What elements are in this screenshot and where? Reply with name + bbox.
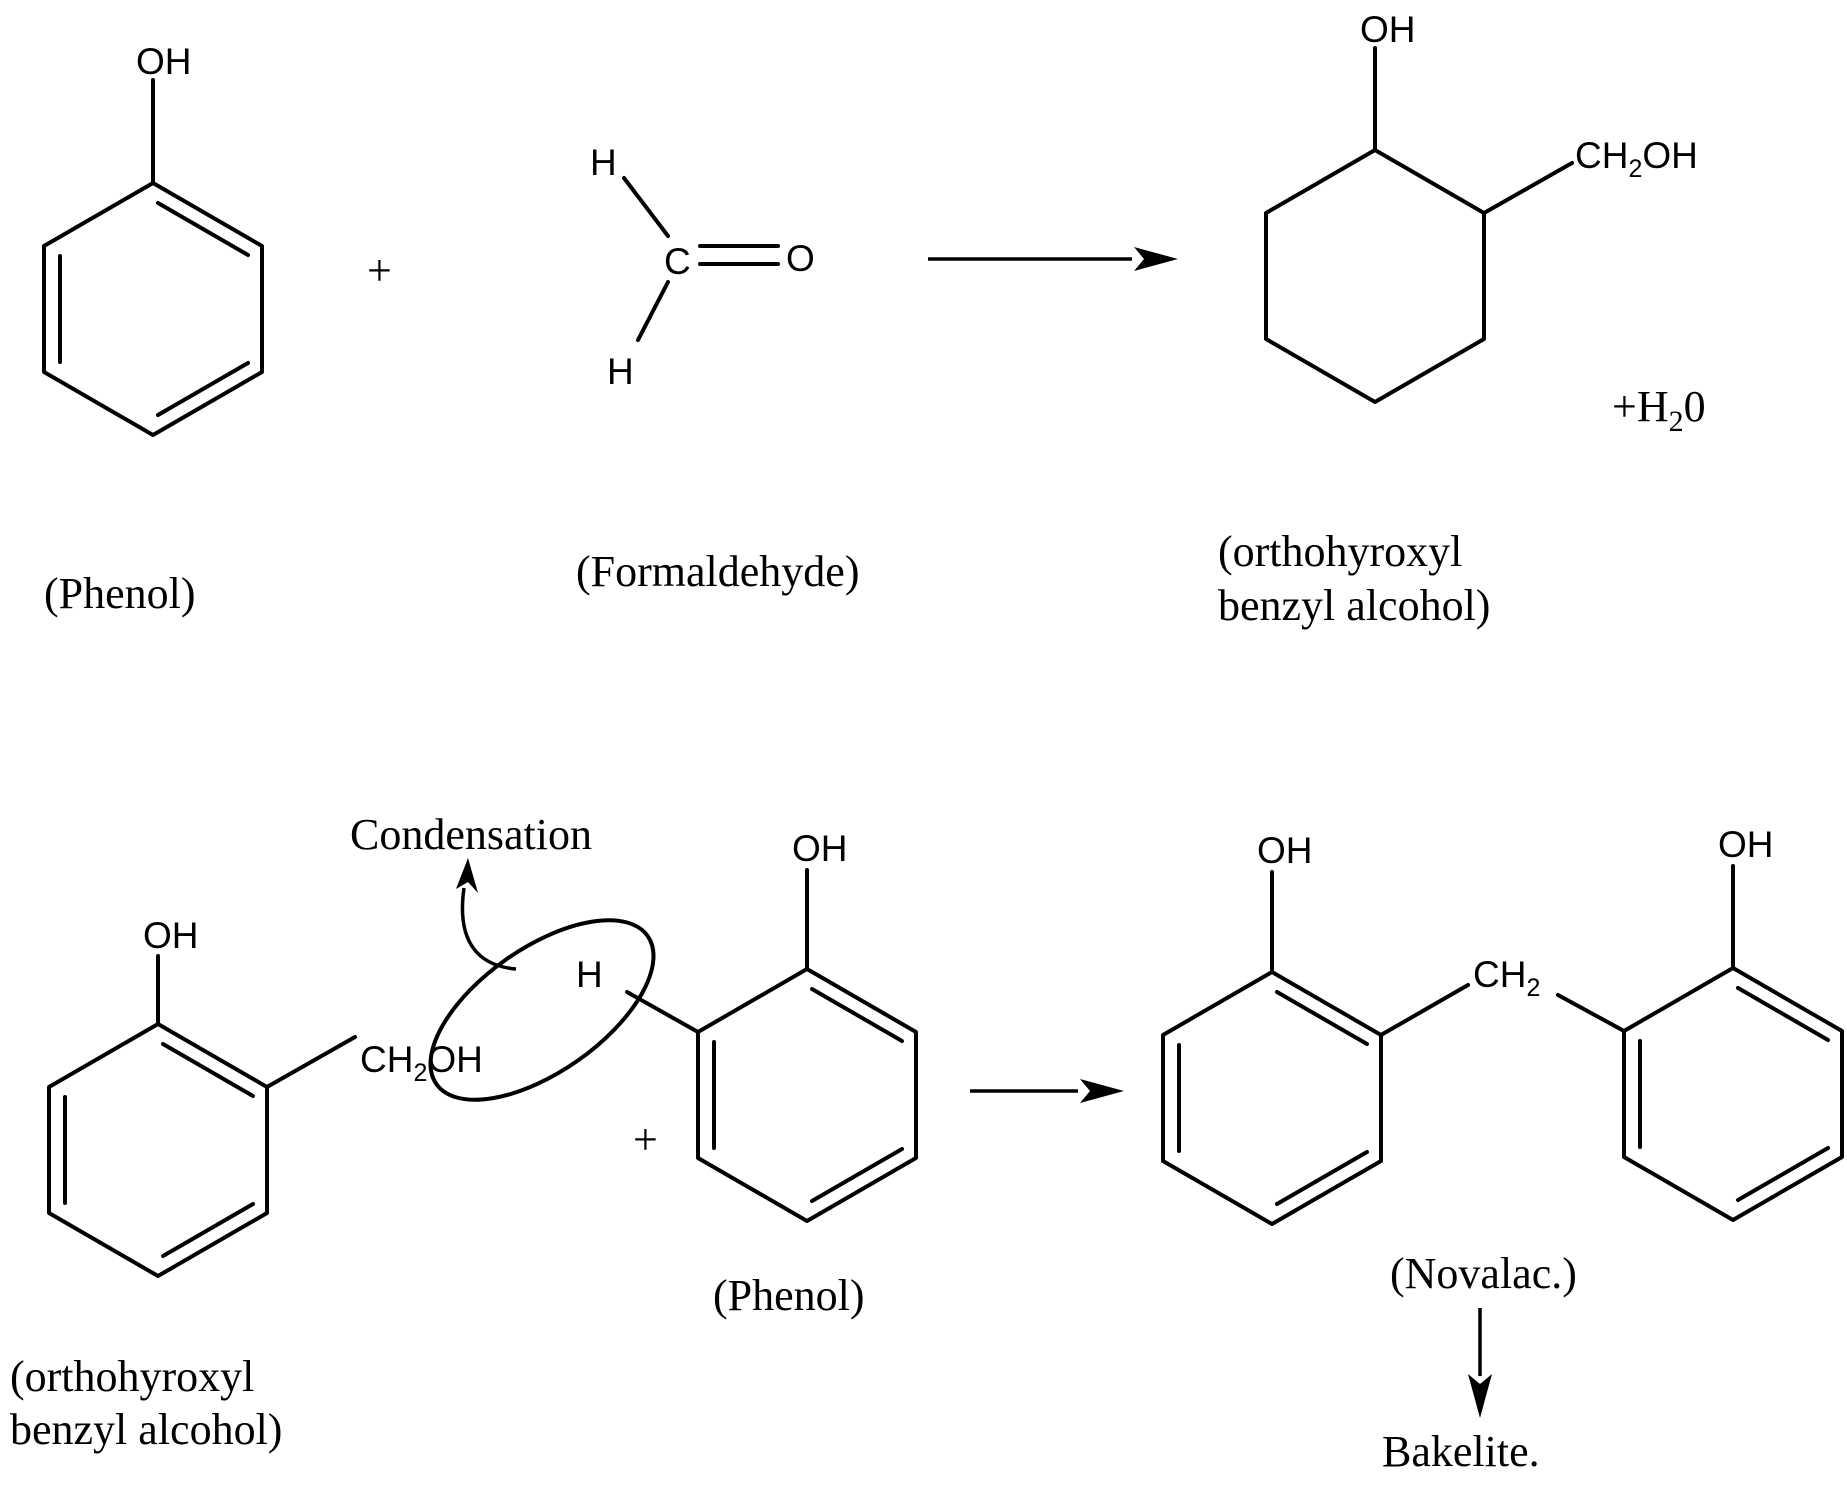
novalac-ch2-bond xyxy=(1379,983,1470,1037)
formaldehyde-ch-bond xyxy=(622,176,670,238)
formaldehyde-o: O xyxy=(786,238,815,279)
formaldehyde-h-top: H xyxy=(590,142,617,183)
phenol2-double-bond xyxy=(810,1147,904,1203)
formaldehyde-c: C xyxy=(664,241,691,282)
phenol2-double-bond xyxy=(810,987,904,1043)
novalac-ch2-label: CH2 xyxy=(1473,954,1540,1002)
phenol2-h-label: H xyxy=(576,954,603,995)
product-oh-label: OH xyxy=(1360,9,1416,50)
formaldehyde-structure: H C O H xyxy=(590,142,815,392)
phenol-oh-label: OH xyxy=(136,41,192,82)
reactant-double-bond xyxy=(161,1042,255,1098)
novalac-right-oh-label: OH xyxy=(1718,824,1774,865)
plus-sign: + xyxy=(633,1115,658,1164)
novalac-left-ring xyxy=(1161,970,1383,1226)
product-ch2oh-bond xyxy=(1482,161,1574,215)
condensation-label: Condensation xyxy=(350,810,592,859)
formaldehyde-ch-bond xyxy=(636,280,670,342)
phenol2-ring xyxy=(696,967,918,1223)
phenol2-oh-label: OH xyxy=(792,828,848,869)
phenol2-caption: (Phenol) xyxy=(713,1271,865,1320)
reactant-caption-line1: (orthohyroxyl xyxy=(10,1352,254,1401)
novalac-right-ring xyxy=(1622,966,1844,1222)
elimination-ellipse xyxy=(428,918,656,1102)
formaldehyde-caption: (Formaldehyde) xyxy=(576,547,859,596)
phenol-double-bond xyxy=(156,361,250,417)
phenol-second-structure: OH H xyxy=(576,828,918,1223)
formaldehyde-h-bottom: H xyxy=(607,351,634,392)
product-caption-line2: benzyl alcohol) xyxy=(1218,581,1490,630)
novalac-double-bond xyxy=(1275,990,1369,1046)
plus-sign: + xyxy=(367,246,392,295)
reactant-ch2oh-bond xyxy=(265,1035,357,1089)
novalac-double-bond xyxy=(1736,1146,1830,1202)
condensation-arrow xyxy=(456,858,517,971)
product-caption-line1: (orthohyroxyl xyxy=(1218,527,1462,576)
reactant-benzyl-alcohol-structure: OH CH2OH xyxy=(47,915,483,1278)
water-byproduct: +H20 xyxy=(1612,382,1706,438)
novalac-structure: OH OH CH2 xyxy=(1161,824,1844,1226)
product-ring xyxy=(1264,148,1486,404)
phenol-structure: OH xyxy=(42,41,264,437)
reactant-ch2oh-label: CH2OH xyxy=(360,1039,483,1087)
novalac-caption: (Novalac.) xyxy=(1390,1249,1577,1298)
bakelite-label: Bakelite. xyxy=(1382,1427,1540,1476)
novalac-left-oh-label: OH xyxy=(1257,830,1313,871)
novalac-double-bond xyxy=(1736,986,1830,1042)
reaction-arrow xyxy=(970,1079,1124,1103)
phenol2-h-bond xyxy=(625,990,700,1034)
reactant-ring xyxy=(47,1022,269,1278)
phenol-caption: (Phenol) xyxy=(44,569,196,618)
ortho-hydroxybenzyl-alcohol-structure: OH CH2OH xyxy=(1264,9,1698,404)
reactant-double-bond xyxy=(161,1202,255,1258)
phenol-ring xyxy=(42,181,264,437)
novalac-double-bond xyxy=(1275,1150,1369,1206)
product-ch2oh-label: CH2OH xyxy=(1575,135,1698,183)
reactant-caption-line2: benzyl alcohol) xyxy=(10,1405,282,1454)
reactant-oh-label: OH xyxy=(143,915,199,956)
phenol-double-bond xyxy=(156,201,250,257)
reaction-arrow xyxy=(928,247,1178,271)
bakelite-arrow xyxy=(1468,1308,1492,1418)
novalac-ch2-bond xyxy=(1556,993,1626,1033)
